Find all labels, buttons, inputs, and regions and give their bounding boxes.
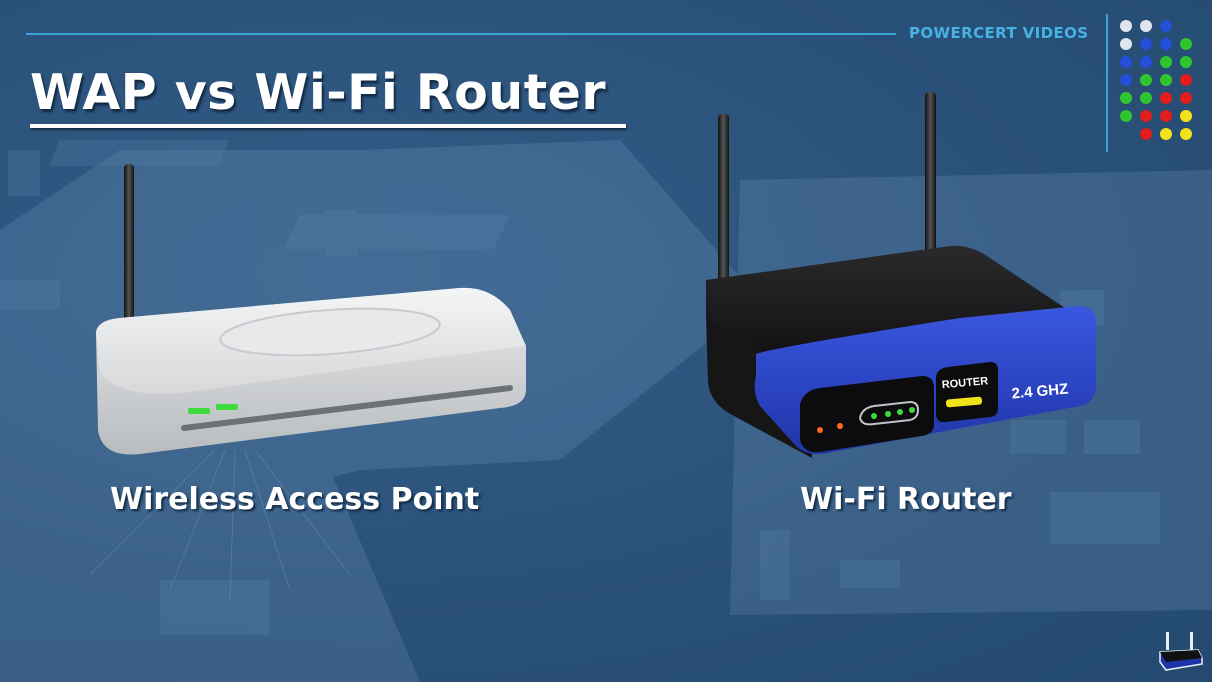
title-underline [30,124,626,128]
wap-led [188,408,210,414]
header-rule [26,33,896,35]
brand-name: POWERCERT VIDEOS [909,24,1089,42]
wap-caption: Wireless Access Point [110,482,480,517]
wap-led [216,404,238,410]
brand-divider [1106,14,1108,152]
router-corner-icon [1159,632,1203,671]
router-caption: Wi-Fi Router [800,482,1012,517]
router-antenna-right [922,92,939,268]
router-panel-label: ROUTER [941,375,988,391]
page-title: WAP vs Wi-Fi Router [30,64,607,121]
router-frequency-label: 2.4 GHZ [1011,381,1069,403]
wireless-access-point-illustration [96,164,526,455]
wifi-router-illustration: ROUTER 2.4 GHZ [706,92,1096,458]
dot-grid-logo [1120,20,1192,140]
